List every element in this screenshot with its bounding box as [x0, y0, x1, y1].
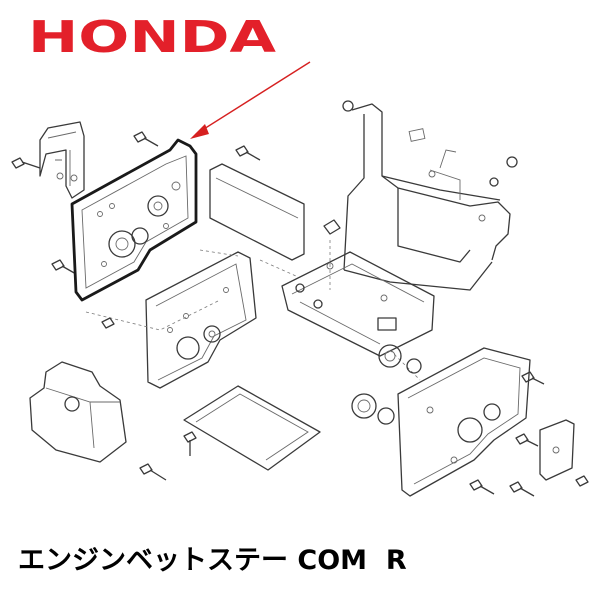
honda-logo: HONDA — [28, 14, 276, 58]
small-bolt-part — [101, 317, 115, 329]
bolt-part — [515, 433, 539, 447]
small-bracket-part — [539, 419, 575, 481]
upper-bracket-part — [39, 121, 85, 199]
part-name-caption: エンジンベットステー COM R — [18, 545, 407, 576]
assembly-guide-lines — [85, 240, 421, 381]
bushing-part — [406, 358, 422, 374]
bolt-part — [51, 259, 77, 275]
honda-logo-text: HONDA — [28, 14, 276, 58]
right-plate-part — [397, 347, 531, 497]
bushing-part — [377, 407, 395, 425]
bolt-part — [11, 157, 41, 169]
bolt-part — [139, 463, 167, 481]
bolt-part — [133, 131, 159, 147]
engine-mount-part — [29, 361, 127, 463]
pointer-arrow — [190, 61, 311, 139]
bolt-part — [575, 475, 589, 487]
bushing-part — [378, 344, 402, 368]
bolt-part — [509, 481, 535, 497]
bolt-part — [521, 371, 545, 385]
parts-diagram — [11, 61, 589, 497]
guard-plate-part — [183, 385, 321, 471]
rear-plate-part — [209, 163, 305, 261]
base-frame-part — [281, 219, 435, 357]
bolt-part — [183, 431, 197, 456]
engine-bed-stay-part — [70, 138, 198, 302]
bolt-part — [235, 145, 261, 161]
main-frame-part — [342, 100, 518, 291]
bolt-part — [469, 479, 495, 495]
bushing-part — [351, 393, 377, 419]
center-plate-part — [145, 251, 257, 389]
